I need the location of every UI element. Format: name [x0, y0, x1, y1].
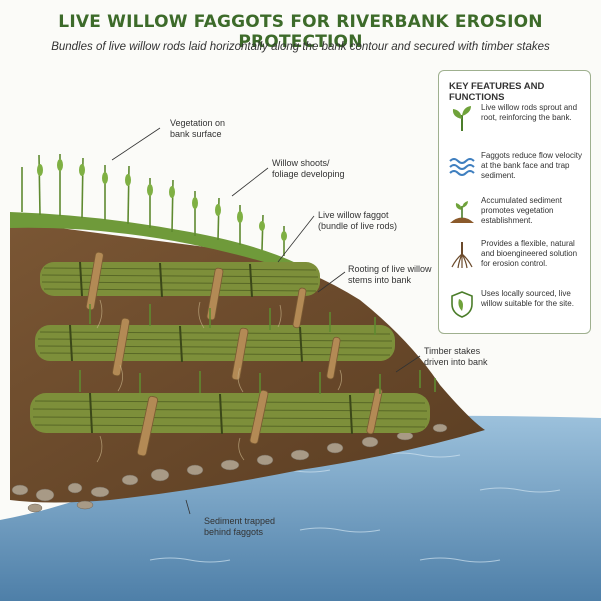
feature-item: Uses locally sourced, live willow suitab… [447, 289, 587, 333]
roots-icon [451, 242, 473, 269]
feature-text: Live willow rods sprout and root, reinfo… [481, 103, 578, 122]
feature-item: Faggots reduce flow velocity at the bank… [447, 151, 587, 195]
feature-text: Accumulated sediment promotes vegetation… [481, 196, 562, 225]
feature-text: Provides a flexible, natural and bioengi… [481, 239, 578, 268]
shield-leaf-icon [451, 291, 473, 318]
water-waves-icon [449, 158, 475, 176]
feature-item: Accumulated sediment promotes vegetation… [447, 196, 587, 240]
callout-willow-faggot: Live willow faggot (bundle of live rods) [318, 210, 398, 231]
callout-sediment: Sediment trapped behind faggots [204, 516, 276, 537]
pebbles [11, 423, 448, 513]
feature-item: Live willow rods sprout and root, reinfo… [447, 103, 587, 147]
sprout-icon [452, 106, 471, 131]
feature-text: Uses locally sourced, live willow suitab… [481, 289, 574, 308]
grass-top [10, 212, 305, 275]
willow-roots [96, 299, 342, 463]
timber-stakes [85, 251, 383, 457]
page-subtitle: Bundles of live willow rods laid horizon… [51, 41, 550, 53]
feature-text: Faggots reduce flow velocity at the bank… [481, 151, 582, 180]
willow-leaves [37, 159, 287, 241]
feature-item: Provides a flexible, natural and bioengi… [447, 239, 587, 283]
callout-timber-stakes: Timber stakes driven into bank [424, 346, 488, 367]
faggot-bundle-lower [30, 392, 430, 435]
faggot-bundle-upper [40, 261, 320, 298]
callout-willow-shoots: Willow shoots/ foliage developing [272, 158, 345, 179]
callout-rooting: Rooting of live willow stems into bank [348, 264, 432, 285]
page-title: LIVE WILLOW FAGGOTS FOR RIVERBANK EROSIO… [58, 12, 543, 52]
callout-vegetation: Vegetation on bank surface [170, 118, 226, 139]
faggot-bundle-middle [35, 324, 395, 363]
sediment-seedling-icon [450, 201, 474, 223]
key-features-panel: KEY FEATURES AND FUNCTIONS Live willow r… [438, 70, 591, 334]
panel-title: KEY FEATURES AND FUNCTIONS [449, 81, 545, 103]
callout-leaders [111, 127, 421, 515]
